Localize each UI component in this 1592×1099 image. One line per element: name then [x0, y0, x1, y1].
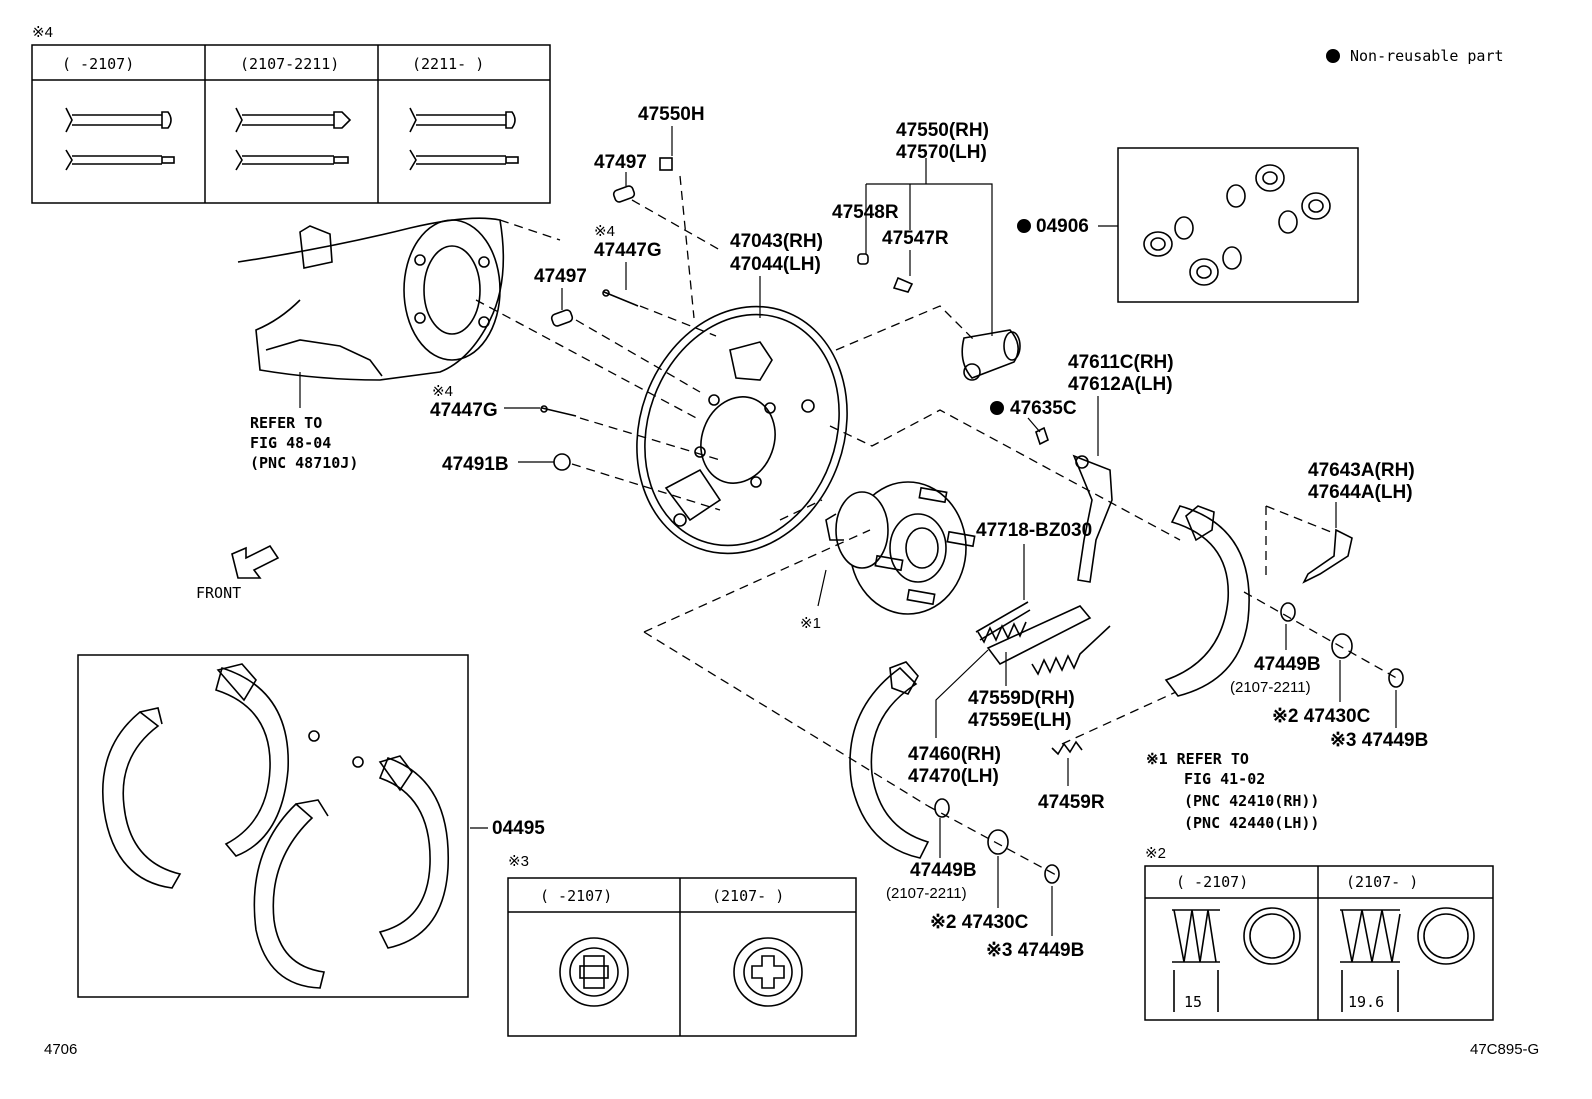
refer-48-line2: FIG 48-04	[250, 434, 331, 452]
label-47459R: 47459R	[1038, 792, 1105, 813]
label-47447G-top: 47447G	[594, 240, 662, 261]
note1-line2: FIG 41-02	[1184, 770, 1265, 788]
note3-header-1: ( -2107)	[540, 887, 612, 905]
seal-kit-box	[1117, 147, 1359, 303]
label-47548R: 47548R	[832, 202, 899, 223]
shoe-set-drawing	[102, 663, 450, 989]
note1-line4: (PNC 42440(LH))	[1184, 814, 1319, 832]
label-47447G-top-mark: ※4	[594, 223, 615, 240]
label-hub-mark: ※1	[800, 615, 821, 632]
note4-header-3: (2211- )	[412, 55, 484, 73]
label-47447G-mid: 47447G	[430, 400, 498, 421]
strut-clip-drawing	[1302, 528, 1353, 584]
label-47430C-right: ※2 47430C	[1272, 706, 1371, 727]
label-47497-mid: 47497	[534, 266, 587, 287]
label-47044: 47044(LH)	[730, 254, 821, 275]
adjuster-drawing	[975, 601, 1111, 756]
note3-marker: ※3	[508, 853, 529, 870]
refer-48-line3: (PNC 48710J)	[250, 454, 358, 472]
hold-down-parts-right	[1280, 602, 1404, 688]
note1-reference: ※1 REFER TO FIG 41-02 (PNC 42410(RH)) (P…	[1146, 750, 1319, 832]
label-47547R: 47547R	[882, 228, 949, 249]
label-47449B-left-range: (2107-2211)	[886, 885, 967, 902]
non-reusable-dot-icon	[1326, 49, 1340, 63]
note2-header-2: (2107- )	[1346, 873, 1418, 891]
non-reusable-dot-icon	[1017, 219, 1031, 233]
note2-table: ※2 ( -2107) (2107- ) 15 19.6	[1144, 845, 1494, 1021]
pin-icon	[65, 107, 175, 171]
label-47491B: 47491B	[442, 454, 509, 475]
label-47447G-mid-mark: ※4	[432, 383, 453, 400]
label-47460: 47460(RH)	[908, 744, 1001, 765]
note1-line1: ※1 REFER TO	[1146, 750, 1249, 768]
note2-header-1: ( -2107)	[1176, 873, 1248, 891]
label-47449B-left: 47449B	[910, 860, 977, 881]
backing-plate-drawing	[636, 305, 848, 555]
label-47570: 47570(LH)	[896, 142, 987, 163]
pin-icon	[235, 107, 352, 171]
label-47449B-right: 47449B	[1254, 654, 1321, 675]
label-47635C: 47635C	[1010, 398, 1077, 419]
note2-dim-1: 15	[1184, 993, 1202, 1011]
clip-icon	[540, 157, 673, 471]
front-arrow-icon	[231, 544, 280, 579]
refer-48-line1: REFER TO	[250, 414, 322, 432]
label-47643A: 47643A(RH)	[1308, 460, 1415, 481]
note2-marker: ※2	[1145, 845, 1166, 862]
label-47559D: 47559D(RH)	[968, 688, 1075, 709]
label-04495: 04495	[492, 818, 545, 839]
label-47449B-left-3: ※3 47449B	[986, 940, 1084, 961]
legend-text: Non-reusable part	[1350, 47, 1504, 65]
leader-lines	[470, 126, 1397, 936]
label-47718: 47718-BZ030	[976, 520, 1092, 541]
parking-lever-drawing	[1035, 396, 1113, 583]
label-47449B-right-3: ※3 47449B	[1330, 730, 1428, 751]
note4-header-2: (2107-2211)	[240, 55, 339, 73]
hold-down-parts-left	[934, 798, 1060, 884]
hub-drawing	[817, 481, 976, 615]
seal-ring-icon	[1143, 164, 1331, 286]
label-47559E: 47559E(LH)	[968, 710, 1072, 731]
label-47644A: 47644A(LH)	[1308, 482, 1413, 503]
pin-icon	[409, 107, 519, 171]
shoe-set-box	[77, 654, 469, 998]
label-47449B-right-range: (2107-2211)	[1230, 679, 1311, 696]
note4-table: ※4 ( -2107) (2107-2211) (2211- )	[31, 24, 551, 204]
label-47612A: 47612A(LH)	[1068, 374, 1173, 395]
note3-header-2: (2107- )	[712, 887, 784, 905]
footer-right-code: 47C895-G	[1470, 1041, 1539, 1058]
non-reusable-dot-icon	[990, 401, 1004, 415]
label-47043: 47043(RH)	[730, 231, 823, 252]
note3-table: ※3 ( -2107) (2107- )	[507, 853, 857, 1037]
label-04906: 04906	[1036, 216, 1089, 237]
axle-housing-drawing	[237, 217, 505, 408]
part-labels: 47550H 47497 ※4 47447G 47497 47043(RH) 4…	[430, 104, 1428, 961]
footer-left-code: 4706	[44, 1041, 77, 1058]
label-47497-top: 47497	[594, 152, 647, 173]
spring-icon	[1340, 907, 1475, 1012]
left-brake-shoe-drawing	[849, 661, 930, 859]
note4-header-1: ( -2107)	[62, 55, 134, 73]
label-47611C: 47611C(RH)	[1068, 352, 1174, 373]
note1-line3: (PNC 42410(RH))	[1184, 792, 1319, 810]
assembly-dashed-lines	[475, 175, 1401, 877]
wheel-cylinder-drawing	[857, 253, 1021, 381]
right-brake-shoe-drawing	[1164, 505, 1250, 697]
cup-washer-icon	[559, 937, 629, 1007]
note2-dim-2: 19.6	[1348, 993, 1384, 1011]
label-47550H: 47550H	[638, 104, 705, 125]
label-47470: 47470(LH)	[908, 766, 999, 787]
label-47430C-left: ※2 47430C	[930, 912, 1029, 933]
label-47550: 47550(RH)	[896, 120, 989, 141]
note4-marker: ※4	[32, 24, 53, 41]
spring-icon	[1172, 907, 1301, 1012]
cup-washer-icon	[733, 937, 803, 1007]
front-label: FRONT	[196, 584, 241, 602]
